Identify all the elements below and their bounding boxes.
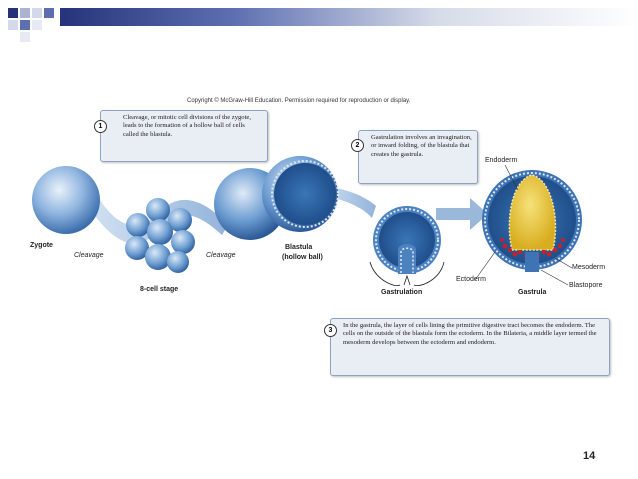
callout-text: Gastrulation involves an invagination, o… [371,134,472,158]
label-endoderm: Endoderm [485,157,517,164]
label-gastrulation: Gastrulation [381,289,422,296]
callout-text: Cleavage, or mitotic cell divisions of t… [123,114,251,138]
callout-text: In the gastrula, the layer of cells lini… [343,322,597,346]
step-number-badge: 2 [351,139,364,152]
label-mesoderm: Mesoderm [572,264,605,271]
slide-number: 14 [583,450,595,462]
label-zygote: Zygote [30,242,53,249]
label-gastrula: Gastrula [518,289,546,296]
label-blastopore: Blastopore [569,282,602,289]
label-cleavage-1: Cleavage [74,252,104,259]
callout-cleavage: Cleavage, or mitotic cell divisions of t… [100,110,268,162]
step-number-badge: 3 [324,324,337,337]
eight-cell-cluster [125,198,195,273]
flow-arrow [436,198,488,230]
callout-germ-layers: In the gastrula, the layer of cells lini… [330,318,610,376]
label-eight-cell: 8-cell stage [140,286,178,293]
step-number-badge: 1 [94,120,107,133]
label-blastula: Blastula [285,244,312,251]
label-hollow-ball: (hollow ball) [282,254,323,261]
zygote-shape [32,166,100,234]
callout-gastrulation: Gastrulation involves an invagination, o… [358,130,478,184]
label-ectoderm: Ectoderm [456,276,486,283]
label-cleavage-2: Cleavage [206,252,236,259]
